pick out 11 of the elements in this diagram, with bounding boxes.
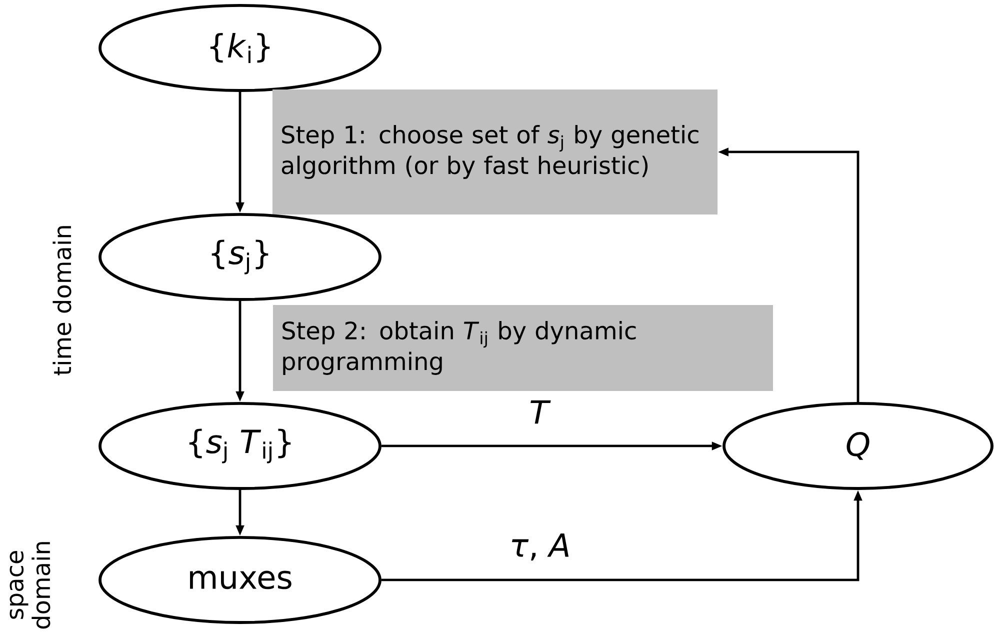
step-box: Step 2: obtain T$_{ij}$ by dynamic programming <box>273 305 773 391</box>
axis-label: time domain <box>52 226 72 376</box>
step-box: Step 1: choose set of s$_{j}$ by genetic algorithm (or by fast heuristic) <box>272 89 718 215</box>
edge-label: T <box>530 400 551 424</box>
ellipse-node: muxes <box>98 536 382 624</box>
ellipse-node: {k$_{i}$} <box>98 4 382 92</box>
ellipse-node: {s$_{j}$ T$_{ij}$} <box>98 402 382 490</box>
ellipse-node: {s$_{j}$} <box>98 212 382 301</box>
ellipse-node: Q <box>722 402 994 490</box>
axis-label: space domain <box>10 542 50 629</box>
edge-label: τ, A <box>512 533 569 560</box>
